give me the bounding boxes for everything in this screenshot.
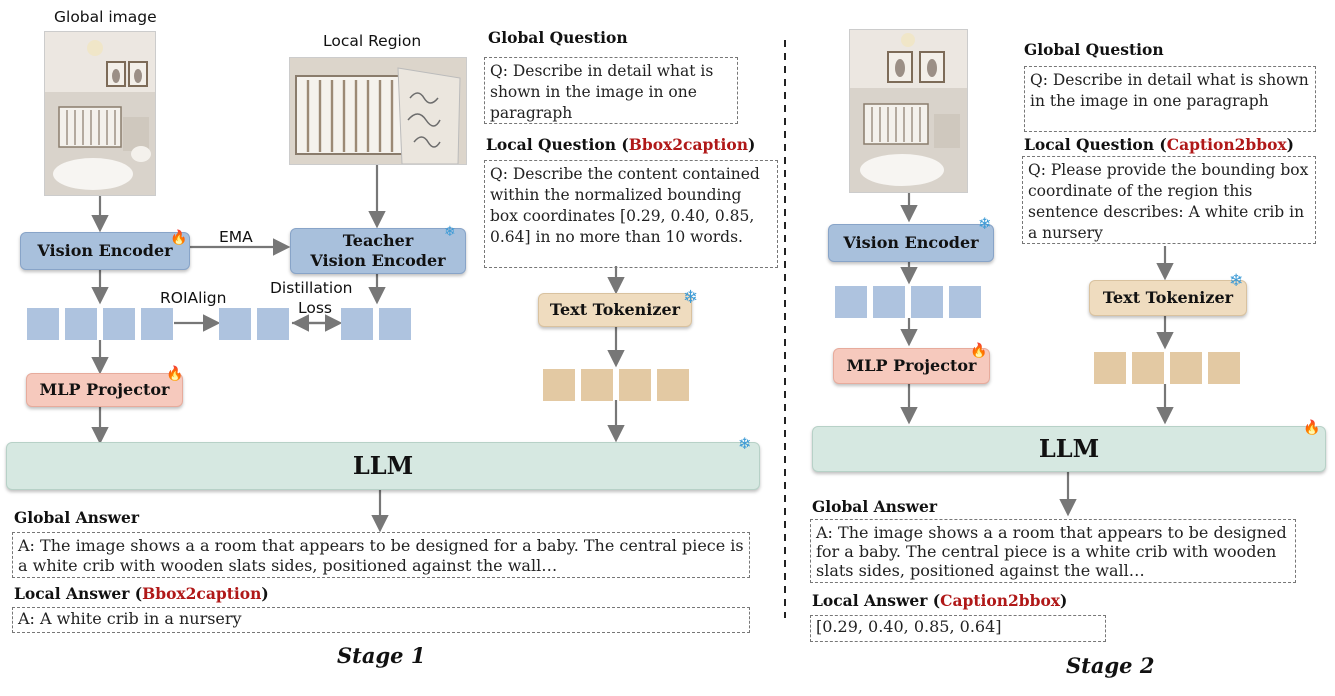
teacher-encoder-line2: Vision Encoder [310, 251, 446, 270]
task-bbox2caption: Bbox2caption [628, 135, 749, 154]
vision-token [103, 308, 135, 340]
global-answer-box: A: The image shows a a room that appears… [810, 519, 1296, 583]
vision-encoder-box: Vision Encoder [20, 232, 190, 270]
local-answer-heading: Local Answer (Caption2bbox) [812, 591, 1067, 610]
task-caption2bbox: Caption2bbox [940, 591, 1061, 610]
task-caption2bbox: Caption2bbox [1166, 135, 1287, 154]
text-token [657, 369, 689, 401]
global-question-heading: Global Question [1024, 40, 1164, 59]
teacher-token [379, 308, 411, 340]
text-tokenizer-label: Text Tokenizer [1102, 288, 1234, 307]
vision-token [911, 286, 943, 318]
text-token [1170, 352, 1202, 384]
teacher-encoder-line1: Teacher [342, 231, 414, 250]
vision-encoder-label: Vision Encoder [37, 241, 173, 260]
local-region-label: Local Region [323, 32, 422, 50]
distillation-label-line1: Distillation [270, 279, 353, 297]
stage-2-label: Stage 2 [1066, 653, 1155, 678]
text-token [543, 369, 575, 401]
global-image-label: Global image [54, 8, 157, 26]
text-token [1132, 352, 1164, 384]
global-answer-heading: Global Answer [14, 508, 140, 527]
local-answer-box: [0.29, 0.40, 0.85, 0.64] [810, 615, 1106, 642]
local-answer-heading: Local Answer (Bbox2caption) [14, 584, 269, 603]
llm-label: LLM [352, 451, 414, 480]
local-question-suffix: ) [748, 135, 756, 154]
local-question-prefix: Local Question ( [1024, 135, 1167, 154]
snowflake-icon: ❄ [444, 224, 456, 240]
vision-encoder-box: Vision Encoder [828, 224, 994, 262]
local-question-suffix: ) [1286, 135, 1295, 154]
mlp-projector-label: MLP Projector [39, 380, 170, 399]
local-question-prefix: Local Question ( [486, 135, 629, 154]
vision-token [873, 286, 905, 318]
llm-box: LLM [812, 426, 1326, 472]
vision-encoder-label: Vision Encoder [843, 233, 979, 252]
ema-label: EMA [219, 228, 253, 246]
mlp-projector-box: MLP Projector [833, 348, 990, 384]
roi-token [257, 308, 289, 340]
local-answer-prefix: Local Answer ( [812, 591, 941, 610]
snowflake-icon: ❄ [1229, 271, 1244, 291]
vision-token [27, 308, 59, 340]
text-tokenizer-label: Text Tokenizer [549, 300, 681, 319]
local-answer-prefix: Local Answer ( [14, 584, 143, 603]
fire-icon: 🔥 [1303, 420, 1321, 436]
fire-icon: 🔥 [970, 343, 988, 359]
vision-token [65, 308, 97, 340]
mlp-projector-box: MLP Projector [26, 373, 183, 407]
vision-token [949, 286, 981, 318]
local-question-box: Q: Describe the content contained within… [484, 160, 778, 268]
local-answer-suffix: ) [1060, 591, 1068, 610]
fire-icon: 🔥 [170, 230, 188, 246]
stage2-image [849, 29, 968, 193]
mlp-projector-label: MLP Projector [846, 356, 977, 375]
local-question-box: Q: Please provide the bounding box coord… [1022, 156, 1316, 244]
snowflake-icon: ❄ [738, 434, 752, 453]
distillation-label-line2: Loss [298, 299, 332, 317]
text-token [1208, 352, 1240, 384]
roi-token [219, 308, 251, 340]
fire-icon: 🔥 [166, 366, 184, 382]
teacher-token [341, 308, 373, 340]
vision-token [141, 308, 173, 340]
global-answer-box: A: The image shows a a room that appears… [12, 532, 750, 578]
vision-token [835, 286, 867, 318]
stage-1-label: Stage 1 [337, 643, 426, 668]
local-region-image [289, 57, 467, 165]
local-answer-suffix: ) [261, 584, 269, 603]
snowflake-icon: ❄ [683, 287, 699, 308]
text-token [581, 369, 613, 401]
text-tokenizer-box: Text Tokenizer [538, 293, 692, 327]
text-token [619, 369, 651, 401]
global-answer-heading: Global Answer [812, 497, 938, 516]
teacher-vision-encoder-box: Teacher Vision Encoder [290, 228, 466, 274]
local-question-heading: Local Question (Bbox2caption) [486, 135, 755, 154]
global-question-box: Q: Describe in detail what is shown in t… [484, 57, 738, 124]
global-question-heading: Global Question [488, 28, 628, 47]
global-image [44, 31, 156, 196]
roialign-label: ROIAlign [160, 289, 227, 307]
local-question-heading: Local Question (Caption2bbox) [1024, 135, 1294, 154]
text-token [1094, 352, 1126, 384]
llm-box: LLM [6, 442, 760, 490]
snowflake-icon: ❄ [978, 214, 992, 233]
llm-label: LLM [1038, 434, 1100, 463]
task-bbox2caption: Bbox2caption [142, 584, 262, 603]
global-question-box: Q: Describe in detail what is shown in t… [1024, 66, 1316, 132]
local-answer-box: A: A white crib in a nursery [12, 607, 750, 633]
text-tokenizer-box: Text Tokenizer [1089, 280, 1247, 316]
